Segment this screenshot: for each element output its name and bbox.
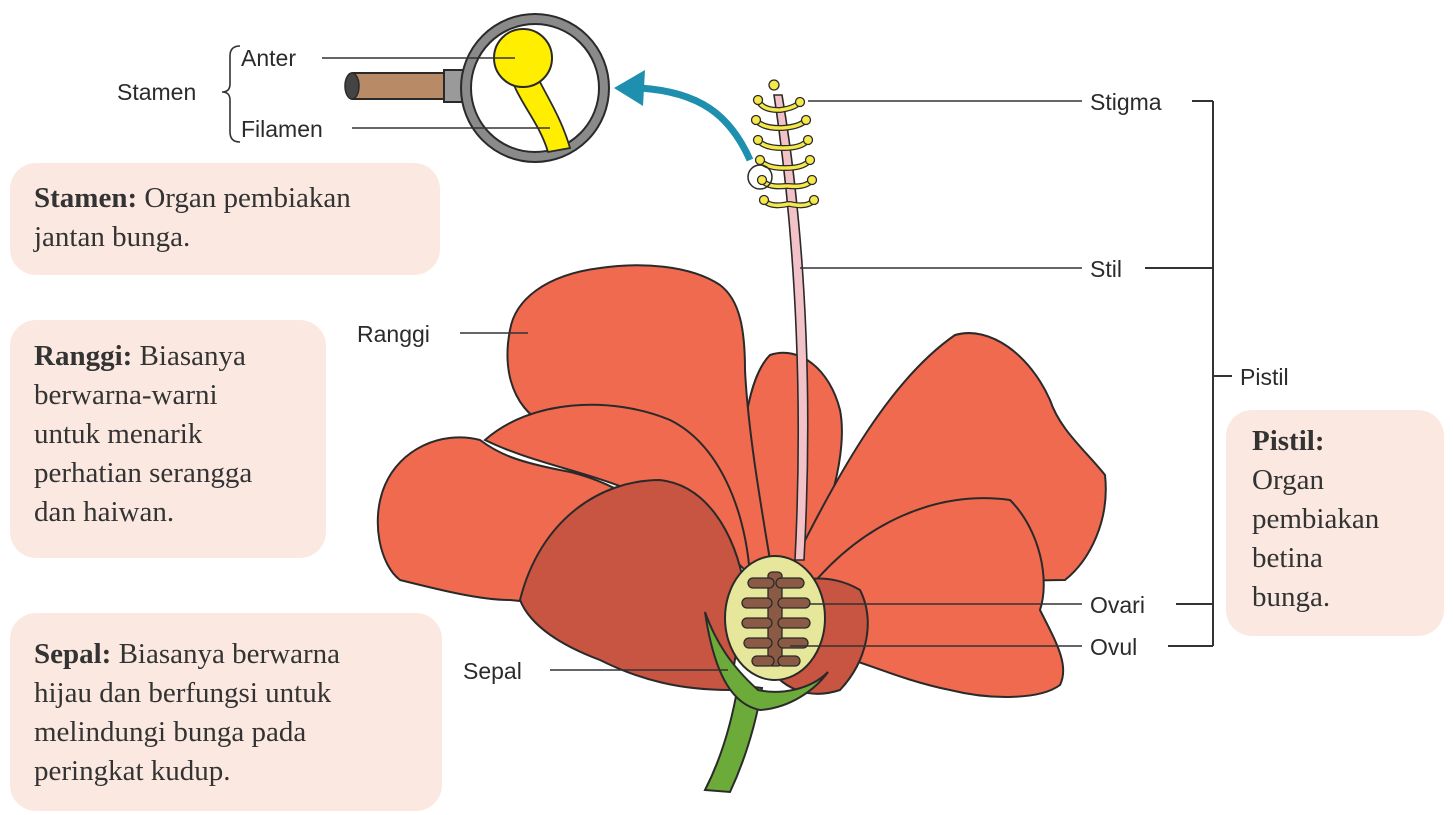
info-box-sepal: Sepal: Biasanya berwarna hijau dan berfu… bbox=[10, 613, 442, 811]
curved-arrow-icon bbox=[640, 88, 750, 160]
info-term-sepal: Sepal: bbox=[34, 638, 111, 670]
stamen-brace bbox=[222, 46, 240, 142]
info-box-pistil: Pistil: Organ pembiakan betina bunga. bbox=[1226, 410, 1444, 636]
info-box-ranggi: Ranggi: Biasanya berwarna-warni untuk me… bbox=[10, 320, 326, 558]
info-term-pistil: Pistil: bbox=[1252, 425, 1325, 457]
label-ranggi: Ranggi bbox=[357, 321, 430, 347]
info-box-stamen: Stamen: Organ pembiakan jantan bunga. bbox=[10, 163, 440, 275]
info-text-pistil: Organ pembiakan betina bunga. bbox=[1252, 464, 1379, 613]
label-ovul: Ovul bbox=[1090, 634, 1137, 660]
pistil-bracket bbox=[1145, 101, 1232, 646]
label-filamen: Filamen bbox=[241, 116, 323, 142]
label-stil: Stil bbox=[1090, 256, 1122, 282]
label-anter: Anter bbox=[241, 45, 296, 71]
info-term-stamen: Stamen: bbox=[34, 182, 137, 214]
info-term-ranggi: Ranggi: bbox=[34, 340, 132, 372]
label-ovari: Ovari bbox=[1090, 592, 1145, 618]
label-sepal: Sepal bbox=[463, 658, 522, 684]
label-stigma: Stigma bbox=[1090, 89, 1162, 115]
label-stamen: Stamen bbox=[117, 79, 196, 105]
magnifier-icon bbox=[345, 14, 609, 162]
label-pistil: Pistil bbox=[1240, 364, 1289, 390]
